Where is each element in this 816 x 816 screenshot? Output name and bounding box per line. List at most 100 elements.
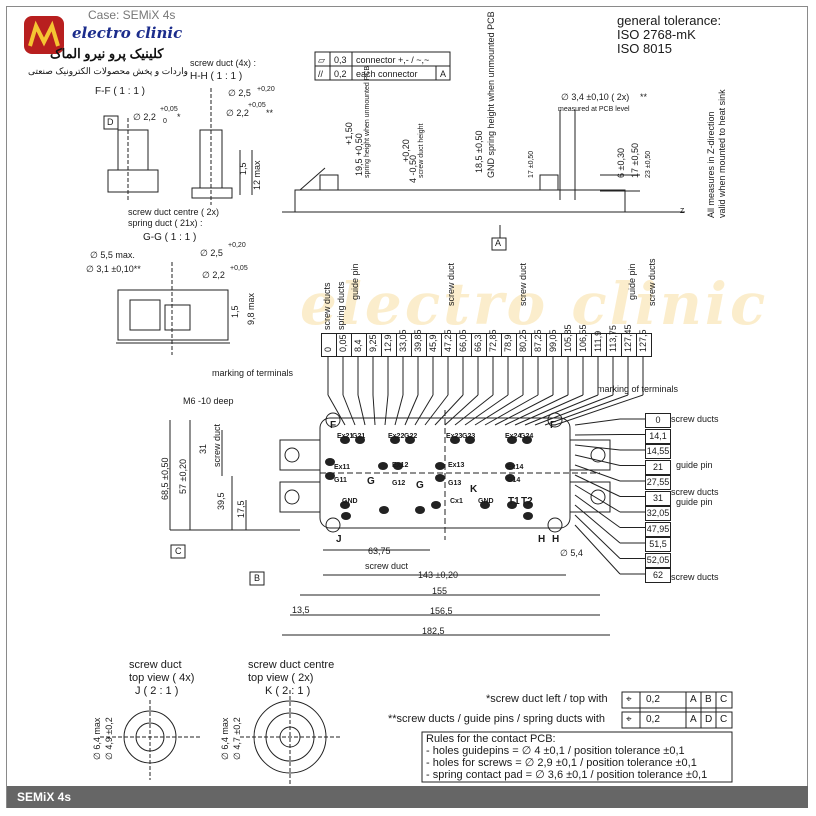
terminal-label: Ex12 bbox=[392, 462, 409, 469]
terminal-label: Cx1 bbox=[450, 498, 463, 505]
logo: electro clinic کلینیک پرو نیرو الماک وار… bbox=[16, 10, 192, 88]
watermark: electro clinic bbox=[300, 270, 769, 338]
m6-label: M6 -10 deep bbox=[183, 396, 234, 406]
leader-line bbox=[464, 394, 509, 426]
pos-tol-ref1b: B bbox=[705, 694, 712, 705]
contact-pad bbox=[435, 474, 445, 482]
pos-tol-ref2b: D bbox=[705, 714, 713, 725]
top-col-value: 12,9 bbox=[383, 334, 393, 352]
side-ref-a: A bbox=[495, 238, 502, 248]
leader-line bbox=[574, 524, 621, 575]
right-row-box: 47,95 bbox=[645, 521, 671, 537]
plan-horiz-dim: 156,5 bbox=[430, 606, 453, 616]
leader-line bbox=[444, 394, 479, 426]
leader-line bbox=[394, 394, 404, 426]
logo-tagline-fa: واردات و پخش محصولات الکترونیک صنعتی bbox=[28, 66, 188, 76]
plan-vert-dim: 31 bbox=[198, 443, 208, 454]
leader-line bbox=[434, 394, 464, 426]
top-col-value: 33,05 bbox=[398, 329, 408, 352]
right-row-label: screw ducts bbox=[671, 572, 719, 582]
contact-pad bbox=[431, 501, 441, 509]
contact-pad bbox=[341, 512, 351, 520]
hh-title2: H-H ( 1 : 1 ) bbox=[190, 71, 243, 82]
top-col-value: 78,9 bbox=[503, 334, 513, 352]
pos-tol-value1: 0,2 bbox=[646, 694, 660, 705]
leader-line bbox=[424, 394, 449, 426]
terminal-label: J bbox=[336, 534, 342, 545]
pos-tol-ref2c: C bbox=[720, 714, 728, 725]
right-row-box: 14,55 bbox=[645, 444, 671, 459]
leader-line bbox=[342, 394, 356, 426]
leader-line bbox=[574, 418, 621, 426]
j-title2: top view ( 4x) bbox=[129, 672, 195, 684]
right-row-box: 31 bbox=[645, 490, 671, 506]
leader-line bbox=[574, 494, 621, 528]
contact-pad bbox=[465, 436, 475, 444]
gg-tol3: +0,20 bbox=[228, 242, 246, 249]
pos-tol-ref2a: A bbox=[690, 714, 697, 725]
dia-5-4: ∅ 5,4 bbox=[560, 548, 583, 558]
contact-pad bbox=[522, 436, 532, 444]
general-tolerance: general tolerance: ISO 2768-mK ISO 8015 bbox=[617, 14, 721, 56]
contact-pad bbox=[355, 436, 365, 444]
top-col-box bbox=[636, 333, 652, 357]
hh-dia1: ∅ 2,5 bbox=[228, 88, 251, 98]
top-col-value: 0 bbox=[323, 346, 333, 352]
j-title1: screw duct bbox=[129, 659, 182, 671]
gg-h1: 1,5 bbox=[230, 305, 240, 318]
j-d2: ∅ 4,9 ±0,2 bbox=[104, 717, 114, 760]
leader-line bbox=[554, 394, 644, 426]
tolerance-line3: ISO 8015 bbox=[617, 41, 672, 56]
terminal-label: G24 bbox=[520, 433, 534, 440]
contact-pad bbox=[523, 501, 533, 509]
right-row-label: screw ducts bbox=[671, 487, 719, 497]
contact-pad bbox=[507, 501, 517, 509]
leader-line bbox=[372, 394, 376, 426]
side-dim: spring height when unmounted PCB bbox=[364, 65, 371, 178]
ff-mark: * bbox=[177, 112, 181, 122]
side-dim: +1,50 bbox=[344, 122, 354, 145]
tol-frame-text2: each connector bbox=[356, 69, 418, 79]
terminal-label: Ex24 bbox=[505, 433, 522, 440]
right-row-box: 0 bbox=[645, 413, 671, 428]
side-dim: 6 ±0,30 bbox=[616, 148, 626, 178]
terminal-label: G22 bbox=[404, 433, 418, 440]
leader-line bbox=[454, 394, 494, 426]
tol-frame-symbol2: // bbox=[318, 69, 324, 79]
plan-horiz-dim: 13,5 bbox=[292, 605, 310, 615]
top-col-value: 80,25 bbox=[518, 329, 528, 352]
contact-pad bbox=[505, 462, 515, 470]
pos-tol-ref1c: C bbox=[720, 694, 728, 705]
top-col-value: 72,85 bbox=[488, 329, 498, 352]
contact-pad bbox=[393, 462, 403, 470]
leader-line bbox=[574, 434, 621, 436]
plan-vert-dim: 39,5 bbox=[216, 492, 226, 510]
plan-horiz-dim: screw duct bbox=[365, 561, 409, 571]
gg-title1: screw duct centre ( 2x) bbox=[128, 207, 220, 217]
gg-title2: spring duct ( 21x) : bbox=[128, 218, 203, 228]
leader-line bbox=[574, 444, 621, 451]
contact-pad bbox=[450, 436, 460, 444]
top-col-value: 111,9 bbox=[593, 330, 603, 352]
j-title3: J ( 2 : 1 ) bbox=[135, 685, 179, 697]
terminal-label: Ex23 bbox=[446, 433, 463, 440]
top-col-label: screw ducts bbox=[322, 282, 332, 330]
ref-b: B bbox=[254, 573, 261, 583]
right-row-label: guide pin bbox=[676, 497, 713, 507]
terminal-label: GND bbox=[342, 498, 358, 505]
tolerance-line2: ISO 2768-mK bbox=[617, 27, 696, 42]
terminal-label: F bbox=[550, 420, 557, 431]
terminal-label: Ex21 bbox=[337, 433, 354, 440]
hh-h2: 12 max bbox=[252, 160, 262, 190]
plan-horiz-dim: 63,75 bbox=[368, 546, 391, 556]
header-partial: Case: SEMiX 4s bbox=[88, 8, 176, 22]
contact-pad bbox=[390, 436, 400, 444]
leader-line bbox=[574, 454, 621, 466]
terminal-label: G11 bbox=[334, 477, 347, 484]
side-dim: 23 ±0,50 bbox=[645, 150, 652, 178]
leader-line bbox=[404, 394, 419, 426]
top-col-value: 87,25 bbox=[533, 329, 543, 352]
leader-line bbox=[504, 394, 569, 426]
leader-line bbox=[544, 394, 629, 426]
hh-tol1: +0,20 bbox=[257, 86, 275, 93]
